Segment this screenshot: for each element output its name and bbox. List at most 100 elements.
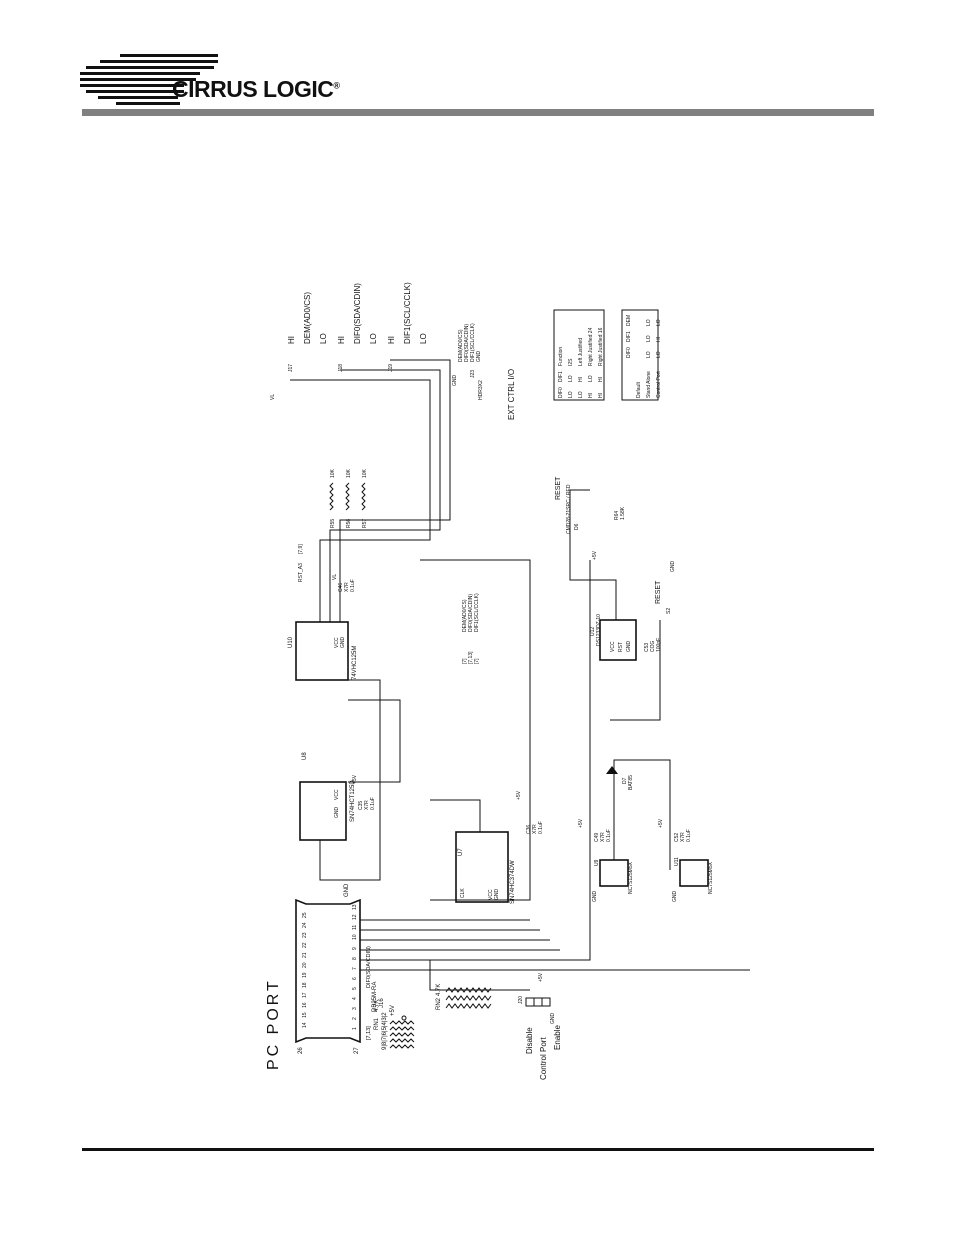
c53-val: 100pF — [656, 638, 662, 652]
db25-pin-4: 4 — [352, 997, 358, 1000]
d7-part: BAT85 — [628, 775, 634, 790]
pullup-resistors: R55 10K R56 10K R57 10K — [329, 468, 368, 528]
db25-pin-24: 24 — [302, 922, 308, 928]
u12-vcc: VCC — [610, 641, 616, 652]
u7-pwr-trace — [430, 799, 481, 832]
r57-value: 10K — [362, 468, 368, 478]
c53-type: COG — [650, 641, 656, 653]
rn1-value: 4.7K — [374, 1000, 380, 1012]
j20-title: Control Port — [539, 1037, 548, 1080]
dif-table-cell: HI — [598, 393, 604, 398]
connector-part: DB25M-RA — [372, 982, 378, 1012]
rn2-network: RN2 4.7K — [436, 984, 492, 1010]
dif-table-cell: Left Justified — [578, 338, 584, 366]
j20-pin2 — [533, 997, 543, 1007]
db25-pin-3: 3 — [352, 1007, 358, 1010]
mode-table-cell: HI — [656, 337, 662, 342]
c52-ref: C52 — [674, 833, 680, 842]
dif-table-cell: DIF0 — [558, 387, 564, 398]
d7-diode: D7 BAT85 — [606, 766, 634, 790]
db25-pin-22: 22 — [302, 942, 308, 948]
dif-table-cell: I2S — [568, 358, 574, 366]
reset-pwr: +5V — [592, 550, 598, 560]
reset-led-label: RESET — [555, 476, 562, 500]
vl-label: VL — [270, 394, 276, 400]
net-label-dem: DEM(AD0/CS) — [462, 599, 468, 632]
dif-table-border — [553, 309, 605, 401]
db25-pin-5: 5 — [352, 987, 358, 990]
u7-chip: U7 SN74HC374DW VCC GND CLK +5V C36 X7R 0… — [455, 790, 544, 904]
j23-header: J23 HDR3X2 EXT CTRL I/O GND DEM(AD0/CS) … — [452, 323, 516, 420]
u7-ref: U7 — [458, 848, 464, 856]
rn1-ref: RN1 — [374, 1017, 380, 1030]
u8-part: SN74HCT125D — [350, 780, 356, 822]
connector-ref: J16 — [379, 998, 385, 1008]
db25-pin-2: 2 — [352, 1017, 358, 1020]
c49-ref: C49 — [594, 833, 600, 842]
pc-port-gnd: GND — [344, 883, 350, 897]
mode-table-cell: LO — [656, 351, 662, 358]
rst-net-ref: [7,9] — [298, 544, 304, 554]
u11-body — [679, 859, 709, 887]
rn2-zigzag-b — [445, 995, 492, 1001]
dif-table-cell: LO — [588, 375, 594, 382]
mode-jumpers: VL J17 HI DEM(AD0/CS) LO J18 HI DIF0(SDA… — [270, 282, 428, 400]
db25-pin-9: 9 — [352, 947, 358, 950]
db25-pin-1: 1 — [352, 1027, 358, 1030]
j20-pwr: +5V — [538, 972, 544, 982]
dif-table-cell: Function — [558, 347, 564, 366]
db25-pin-15: 15 — [302, 1012, 308, 1018]
c36-ref: C36 — [526, 825, 532, 834]
db25-body — [295, 898, 361, 1044]
u9-gnd: GND — [592, 891, 598, 903]
footer-rule — [82, 1148, 874, 1151]
c52-type: X7R — [680, 832, 686, 842]
db25-pin-7: 7 — [352, 967, 358, 970]
reset-led-ref: D6 — [574, 523, 580, 530]
u12-rst: RST — [618, 642, 624, 652]
u9-body — [599, 859, 629, 887]
u10-pwr: VL — [332, 574, 338, 580]
mode-table-cell: Stand Alone — [646, 371, 652, 398]
dif-table-cell: HI — [598, 377, 604, 382]
j23-title: EXT CTRL I/O — [507, 369, 516, 420]
d7-ref: D7 — [622, 777, 628, 784]
u9-part: NC7S125M5X — [628, 861, 634, 894]
c35-ref: C35 — [358, 801, 364, 810]
c49-val: 0.1uF — [606, 829, 612, 842]
s2-ref: S2 — [666, 608, 672, 614]
u7-part: SN74HC374DW — [510, 860, 516, 904]
u9-u11-path — [613, 759, 671, 870]
db25-pin-19: 19 — [302, 972, 308, 978]
u10-ref: U10 — [288, 636, 294, 648]
r56-value: 10K — [346, 468, 352, 478]
dif-table-cell: LO — [568, 391, 574, 398]
db25-pin-17: 17 — [302, 992, 308, 998]
j19-signal: DIF1(SCL/CCLK) — [403, 282, 412, 344]
db25-pin-21: 21 — [302, 952, 308, 958]
u11-buffer: U11 NC7S125M5X +5V C52 X7R 0.1uF GND — [658, 818, 714, 902]
u7-gnd: GND — [494, 889, 500, 901]
db25-pin-20: 20 — [302, 962, 308, 968]
c52-val: 0.1uF — [686, 829, 692, 842]
c46-type: X7R — [344, 582, 350, 592]
j23-pin-dif1: DIF1(SCL/CCLK) — [470, 323, 476, 362]
j20-gnd: GND — [550, 1013, 556, 1025]
u7-pwr: +5V — [516, 790, 522, 800]
j23-gnd: GND — [452, 375, 458, 387]
rn1-pins: 9|8|7|6|5|4|3|2 — [382, 1012, 388, 1050]
net-ref-dif1: [7] — [474, 658, 480, 664]
u10-gnd: GND — [340, 637, 346, 649]
j23-pin-gnd: GND — [476, 351, 482, 363]
u11-pwr: +5V — [658, 818, 664, 828]
u7-vcc: VCC — [488, 889, 494, 900]
rn1-pwr: +5V — [390, 1005, 396, 1016]
u10-out-c — [339, 359, 451, 622]
u8-ref: U8 — [302, 752, 308, 760]
mode-table-cell: DIF1 — [626, 331, 632, 342]
net-ref-dif0: [7,13] — [468, 651, 474, 664]
j20-pin1 — [525, 997, 535, 1007]
brand-text: CIRRUS LOGIC — [172, 76, 334, 102]
c49-type: X7R — [600, 832, 606, 842]
